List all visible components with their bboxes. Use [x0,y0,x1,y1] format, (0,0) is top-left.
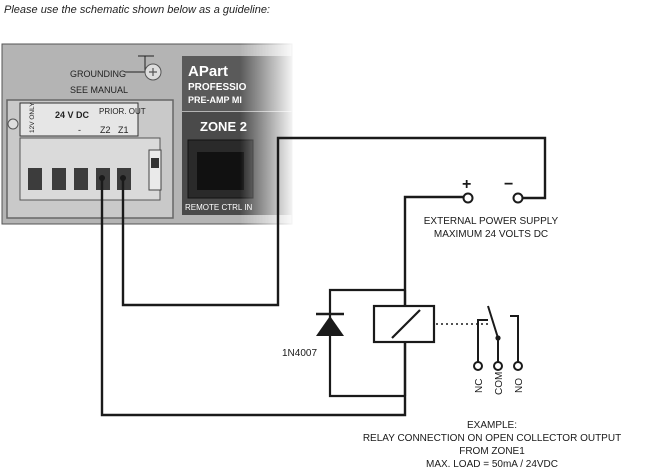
example-line2: RELAY CONNECTION ON OPEN COLLECTOR OUTPU… [363,433,621,444]
see-manual-label: SEE MANUAL [70,85,128,95]
nc-terminal [473,361,483,371]
z2-terminal-dot [99,175,105,181]
panel-fade [240,40,296,230]
com-switch-arm [487,305,499,339]
diode-triangle [316,316,344,336]
voltage-label: 24 V DC [55,110,90,120]
no-terminal [513,361,523,371]
contact-label-no: NO [514,378,525,393]
no-contact-line [510,315,519,366]
supply-minus-terminal [512,192,524,204]
example-line3: FROM ZONE1 [459,446,525,457]
terminal-2 [52,168,66,190]
zone-label: ZONE 2 [200,119,247,134]
power-supply: + − EXTERNAL POWER SUPPLY MAXIMUM 24 VOL… [424,176,559,240]
z1-terminal-dot [120,175,126,181]
grounding-label: GROUNDING [70,69,126,79]
device-panel: GROUNDING SEE MANUAL APart PROFESSIO PRE… [1,40,296,230]
intro-text: Please use the schematic shown below as … [4,4,270,16]
relay-circuit [328,288,436,398]
brand-line2: PRE-AMP MI [188,95,242,105]
relay-contacts: NC COM NO [436,305,525,395]
relay-coil-slash [391,309,421,339]
diode-branch [328,288,405,398]
example-line4: MAX. LOAD = 50mA / 24VDC [426,459,558,470]
left-screw [7,118,19,130]
only-label: 12V ONLY [29,102,36,133]
minus-terminal-label: - [78,125,81,135]
screw-slot-icon [149,68,157,76]
nc-contact-line [477,319,488,366]
example-caption: EXAMPLE: RELAY CONNECTION ON OPEN COLLEC… [363,420,621,470]
brand-logo: APart [188,63,228,80]
com-pivot [495,335,501,341]
prior-out-label: PRIOR. OUT [99,107,146,116]
brand-line1: PROFESSIO [188,82,247,93]
terminal-header-box [19,102,139,137]
contact-label-com: COM [494,372,505,395]
terminal-1 [28,168,42,190]
example-line1: EXAMPLE: [467,420,517,431]
remote-label: REMOTE CTRL IN [185,203,252,212]
z1-label: Z1 [118,125,129,135]
wire-z2-to-relay [100,178,464,417]
supply-line2: MAXIMUM 24 VOLTS DC [434,229,548,240]
supply-plus-sign: + [462,176,471,193]
latch-button [151,158,159,168]
terminal-3 [74,168,88,190]
diode-label: 1N4007 [282,348,317,359]
wire-z1-to-coil [121,136,547,307]
diode-symbol [316,312,344,336]
relay-coil [372,304,436,344]
terminal-latch [148,149,162,191]
contact-label-nc: NC [474,379,485,393]
supply-plus-terminal [462,192,474,204]
wiring [100,136,547,417]
supply-minus-sign: − [504,176,513,193]
terminal-block [19,137,161,201]
com-terminal [493,361,503,371]
supply-line1: EXTERNAL POWER SUPPLY [424,216,559,227]
rj45-opening [197,152,244,190]
z2-label: Z2 [100,125,111,135]
